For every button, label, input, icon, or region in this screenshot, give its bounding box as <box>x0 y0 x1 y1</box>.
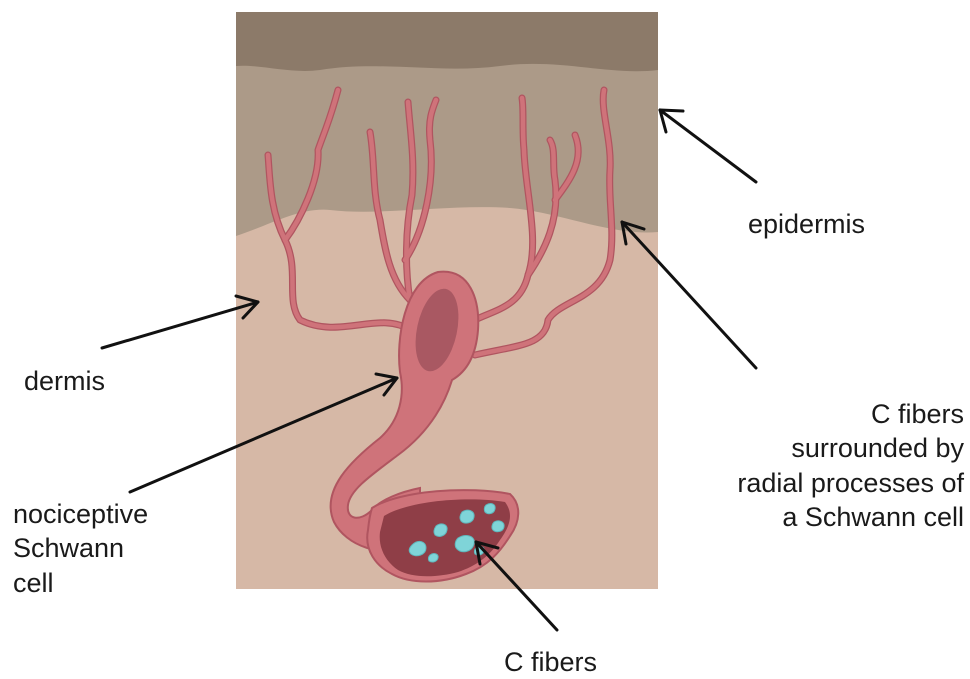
c-fiber <box>428 554 438 562</box>
label-line: a Schwann cell <box>737 500 964 534</box>
arrow-epidermis <box>660 110 756 182</box>
label-line: surrounded by <box>737 431 964 465</box>
label-nociceptive-schwann-cell: nociceptive Schwann cell <box>13 497 148 600</box>
stratum-corneum <box>236 12 658 71</box>
label-line: nociceptive <box>13 497 148 531</box>
c-fiber <box>434 524 447 536</box>
c-fiber <box>492 521 504 532</box>
label-c-fibers-radial: C fibers surrounded by radial processes … <box>737 397 964 534</box>
c-fiber <box>484 504 495 514</box>
label-line: Schwann <box>13 531 148 565</box>
c-fiber <box>455 536 474 552</box>
label-line: radial processes of <box>737 466 964 500</box>
arrow-dermis <box>102 296 258 348</box>
c-fiber <box>460 510 474 523</box>
label-epidermis: epidermis <box>748 207 865 241</box>
label-dermis: dermis <box>24 364 105 398</box>
label-line: cell <box>13 566 148 600</box>
label-c-fibers: C fibers <box>504 645 597 679</box>
label-line: C fibers <box>737 397 964 431</box>
